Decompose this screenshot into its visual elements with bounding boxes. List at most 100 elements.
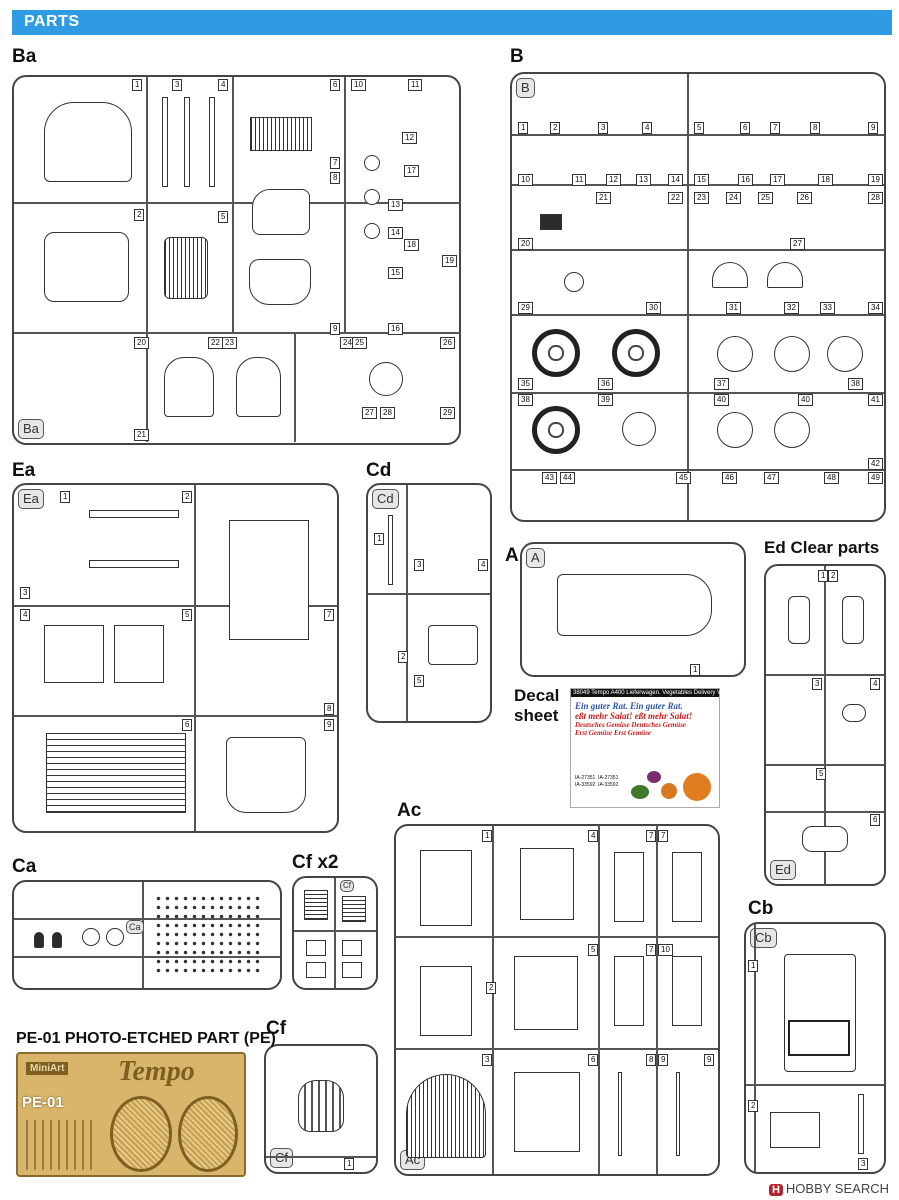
part-number: 6: [740, 122, 751, 134]
part-number: 32: [784, 302, 799, 314]
sprue-cf-x2-tag: Cf: [340, 880, 354, 892]
cf-small-part: [342, 896, 366, 922]
decal-line: Ein guter Rat. Ein guter Rat.: [575, 701, 683, 711]
part-number: 20: [518, 238, 533, 250]
part-number: 9: [658, 1054, 669, 1066]
cab-roof-part: [44, 102, 132, 182]
sprue-a-frame: A 1: [520, 542, 746, 677]
sprue-ca-frame: Ca: [12, 880, 282, 990]
panel-part: [514, 1072, 580, 1152]
sprue-cd-frame: Cd 1 2 3 4 5: [366, 483, 492, 723]
part-number: 4: [218, 79, 229, 91]
body-side-part: [229, 520, 309, 640]
part-number: 33: [820, 302, 835, 314]
fan-part: [82, 928, 100, 946]
part-number: 2: [748, 1100, 759, 1112]
part-number: 2: [398, 651, 409, 663]
part-number: 21: [596, 192, 611, 204]
sprue-ba-tag: Ba: [18, 419, 44, 439]
sprue-ac-frame: Ac 1 2 3 4 5 6 7 7 7 10 8 9 9: [394, 824, 720, 1176]
part-number: 21: [134, 429, 149, 441]
part-number: 34: [868, 302, 883, 314]
part-number: 13: [388, 199, 403, 211]
valve-part: [34, 932, 44, 948]
part-number: 38: [518, 394, 533, 406]
wheel-hub-part: [774, 336, 810, 372]
part-number: 9: [704, 1054, 715, 1066]
cf-small-part: [304, 890, 328, 920]
part-number: 26: [797, 192, 812, 204]
part-number: 4: [478, 559, 489, 571]
part-number: 49: [868, 472, 883, 484]
part-number: 11: [408, 79, 423, 91]
part-number: 5: [694, 122, 705, 134]
part-number: 1: [818, 570, 829, 582]
part-number: 27: [362, 407, 377, 419]
sprue-b-frame: B 1 2 3 4 5 6 7 8 9 10 11 12 13 14 15 16…: [510, 72, 886, 522]
panel-part: [44, 625, 104, 683]
pe-heading: PE-01 PHOTO-ETCHED PART (PE): [16, 1030, 276, 1047]
rod-part: [209, 97, 215, 187]
sprue-ac-heading: Ac: [397, 800, 422, 821]
tire-part: [532, 406, 580, 454]
part-number: 42: [868, 458, 883, 470]
part-number: 26: [440, 337, 455, 349]
part-number: 3: [20, 587, 31, 599]
steering-wheel-part: [369, 362, 403, 396]
part-number: 12: [606, 174, 621, 186]
sprue-cf-frame: Cf 1: [264, 1044, 378, 1174]
pulley-part: [564, 272, 584, 292]
vegetable-decal: [647, 771, 661, 783]
part-number: 7: [646, 944, 657, 956]
sprue-cd-heading: Cd: [366, 460, 392, 481]
part-number: 6: [588, 1054, 599, 1066]
sprue-ba-frame: Ba 1 2 3 4 5 6 7 8 9 10 11 12 13 14 15 1…: [12, 75, 461, 445]
pe-logo: Tempo: [118, 1056, 195, 1087]
sprue-a-heading: A: [505, 545, 519, 566]
pe-fret-label: PE-01: [22, 1094, 64, 1111]
part-number: 7: [770, 122, 781, 134]
part-number: 30: [646, 302, 661, 314]
rail-part: [89, 560, 179, 568]
part-number: 16: [388, 323, 403, 335]
decal-header-text: 38049 Tempo A400 Lieferwagen. Vegetables…: [571, 689, 728, 697]
part-number: 8: [646, 1054, 657, 1066]
part-number: 9: [330, 323, 341, 335]
part-number: 22: [208, 337, 223, 349]
part-number: 4: [588, 830, 599, 842]
grille-part: [250, 117, 312, 151]
part-number: 17: [770, 174, 785, 186]
rod-part: [184, 97, 190, 187]
part-number: 5: [816, 768, 827, 780]
part-number: 22: [668, 192, 683, 204]
pe-brand: MiniArt: [26, 1062, 69, 1075]
gauge-part: [364, 189, 380, 205]
door-panel-part: [252, 189, 310, 235]
part-number: 1: [374, 533, 385, 545]
part-number: 37: [714, 378, 729, 390]
decal-plate: IA-33592: [598, 782, 619, 788]
part-number: 41: [868, 394, 883, 406]
sprue-ea-frame: Ea 1 2 4 5 3 6 7 8 9: [12, 483, 339, 833]
wheel-hub-part: [827, 336, 863, 372]
tire-part: [612, 329, 660, 377]
part-number: 1: [690, 664, 701, 676]
panel-part: [770, 1112, 820, 1148]
part-number: 4: [642, 122, 653, 134]
part-number: 8: [330, 172, 341, 184]
part-number: 7: [646, 830, 657, 842]
panel-part: [672, 956, 702, 1026]
cab-front-part: [44, 232, 129, 302]
part-number: 29: [440, 407, 455, 419]
sprue-cf-x2-heading: Cf x2: [292, 852, 339, 873]
lens-part: [842, 704, 866, 722]
part-number: 43: [542, 472, 557, 484]
part-number: 45: [676, 472, 691, 484]
part-number: 9: [324, 719, 335, 731]
part-number: 3: [858, 1158, 869, 1170]
part-number: 1: [344, 1158, 355, 1170]
wheel-hub-part: [717, 412, 753, 448]
part-number: 2: [134, 209, 145, 221]
sprue-b-heading: B: [510, 46, 524, 67]
mesh-screen-part: [178, 1096, 238, 1172]
